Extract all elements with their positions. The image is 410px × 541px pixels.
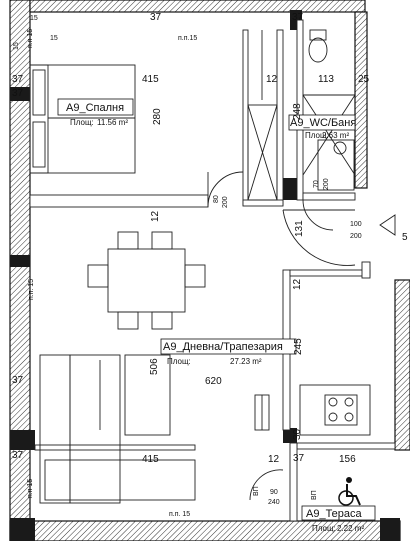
bedroom-label: A9_Спалня Площ: 11.56 m² (57, 98, 134, 127)
dim-label: 37 (12, 375, 24, 386)
dim-label: 15 (13, 42, 20, 50)
room-name-living: A9_Дневна/Трапезария (163, 341, 283, 353)
area-label-wc: Площ: (305, 131, 329, 140)
area-value-living: 27.23 m² (230, 357, 262, 366)
dining-table (87, 231, 206, 330)
dim-label: 37 (12, 74, 24, 85)
structural-columns (10, 10, 400, 541)
dim-label: 37 (12, 450, 24, 461)
dim-label: ВП (311, 490, 318, 500)
dim-label: 620 (205, 376, 222, 387)
room-name-bedroom: A9_Спалня (66, 102, 124, 114)
dim-label: ВП (253, 486, 260, 496)
dim-label: п.п 15 (27, 29, 34, 48)
dim-label: 12 (292, 278, 303, 290)
dimension-labels: 15 37 п.п.15 15 37 п.п 15 37 415 280 12 … (12, 12, 408, 518)
dim-label: 200 (323, 178, 330, 190)
terrace-label: A9_Тераса Площ: 2.22 m² (301, 505, 376, 533)
dim-label: 15 (30, 15, 38, 22)
dim-label: 37 (12, 88, 24, 99)
bed (29, 64, 136, 174)
dim-label: 25 (358, 74, 370, 85)
wheelchair-icon (338, 477, 361, 506)
area-label-living: Площ: (167, 357, 191, 366)
dim-label: 37 (292, 12, 304, 23)
living-label: A9_Дневна/Трапезария Площ: 27.23 m² (160, 338, 297, 366)
area-value-terrace: 2.22 m² (337, 524, 364, 533)
sofa (39, 354, 196, 504)
dim-label: 113 (318, 74, 334, 85)
dim-label: п.п 15 (27, 479, 34, 498)
dim-label: п.п.15 (178, 35, 197, 42)
dim-label: 15 (50, 35, 58, 42)
dim-label: 415 (142, 454, 159, 465)
area-label-bedroom: Площ: (70, 118, 94, 127)
area-value-bedroom: 11.56 m² (97, 118, 128, 127)
room-name-wc: A9_WC/Баня (290, 117, 356, 129)
dim-label: 30 (292, 428, 303, 440)
room-name-terrace: A9_Тераса (306, 508, 363, 520)
dim-label: 200 (350, 233, 362, 240)
wc-fixtures (302, 29, 356, 191)
dim-label: 80 (213, 195, 220, 203)
dim-label: 12 (150, 210, 161, 222)
wc-label: A9_WC/Баня Площ: 2.63 m² (288, 114, 356, 140)
dim-label: 5 (402, 232, 408, 243)
dim-label: 131 (294, 220, 305, 237)
dim-label: 100 (350, 221, 362, 228)
dim-label: 37 (293, 453, 305, 464)
dim-label: 12 (266, 74, 278, 85)
dim-label: 415 (142, 74, 159, 85)
dim-label: 200 (222, 196, 229, 208)
dim-label: 37 (150, 12, 162, 23)
dim-label: 156 (339, 454, 356, 465)
dim-label: 245 (293, 338, 304, 355)
dim-label: 280 (152, 108, 163, 125)
dim-label: п.п. 15 (169, 511, 190, 518)
dim-label: 12 (268, 454, 280, 465)
dim-label: 70 (313, 180, 320, 188)
outer-walls (9, 0, 410, 541)
area-label-terrace: Площ: (312, 524, 336, 533)
dim-label: 248 (292, 103, 303, 120)
door-swings (207, 171, 396, 501)
wardrobe (247, 30, 278, 201)
dim-label: п.п. 15 (28, 279, 35, 300)
area-value-wc: 2.63 m² (322, 131, 349, 140)
dim-label: 240 (268, 499, 280, 506)
dim-label: 90 (270, 489, 278, 496)
dim-label: 506 (149, 358, 160, 375)
kitchen-unit (254, 384, 371, 436)
